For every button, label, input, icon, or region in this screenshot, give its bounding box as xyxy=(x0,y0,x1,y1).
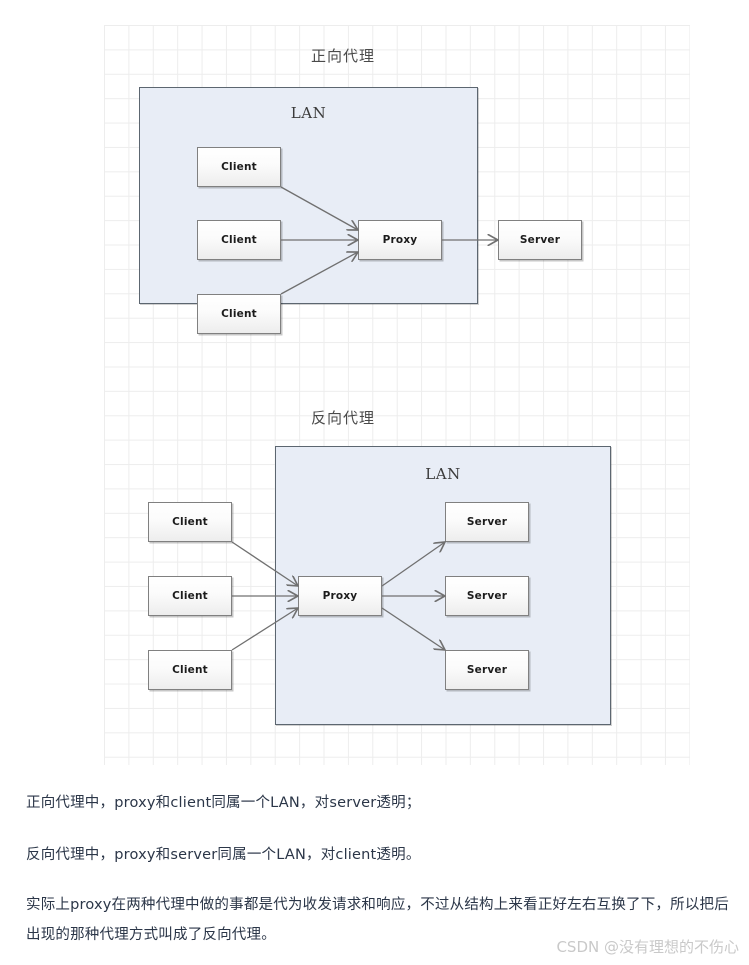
node-label: Server xyxy=(466,590,508,602)
node-label: Server xyxy=(466,664,508,676)
node-proxy-forward: Proxy xyxy=(358,220,442,260)
node-label: Client xyxy=(221,234,257,246)
diagram-title-forward-proxy: 正向代理 xyxy=(311,47,376,65)
caption-summary-paragraph: 实际上proxy在两种代理中做的事都是代为收发请求和响应，不过从结构上来看正好左… xyxy=(26,897,729,943)
lan-label-reverse: LAN xyxy=(425,465,461,483)
node-label: Client xyxy=(172,590,208,602)
node-client-reverse-3: Client xyxy=(148,650,232,690)
node-server-reverse-2: Server xyxy=(445,576,529,616)
node-label: Client xyxy=(172,664,208,676)
csdn-watermark: CSDN @没有理想的不伤心 xyxy=(556,938,739,956)
node-label: Server xyxy=(466,516,508,528)
node-client-reverse-1: Client xyxy=(148,502,232,542)
diagram-title-reverse-proxy: 反向代理 xyxy=(311,409,376,427)
node-server-reverse-1: Server xyxy=(445,502,529,542)
node-client-reverse-2: Client xyxy=(148,576,232,616)
node-client-forward-1: Client xyxy=(197,147,281,187)
node-client-forward-3: Client xyxy=(197,294,281,334)
caption-reverse-proxy: 反向代理中，proxy和server同属一个LAN，对client透明。 xyxy=(26,847,421,863)
diagram-canvas: 正向代理 LAN Client Client Client Proxy Serv… xyxy=(104,25,690,765)
node-server-reverse-3: Server xyxy=(445,650,529,690)
node-label: Client xyxy=(221,161,257,173)
node-client-forward-2: Client xyxy=(197,220,281,260)
node-label: Proxy xyxy=(382,234,418,246)
node-server-forward-1: Server xyxy=(498,220,582,260)
node-label: Proxy xyxy=(322,590,358,602)
caption-forward-proxy: 正向代理中，proxy和client同属一个LAN，对server透明； xyxy=(26,795,421,811)
node-label: Server xyxy=(519,234,561,246)
lan-boundary-forward: LAN xyxy=(139,87,478,304)
node-label: Client xyxy=(172,516,208,528)
node-proxy-reverse: Proxy xyxy=(298,576,382,616)
node-label: Client xyxy=(221,308,257,320)
lan-label-forward: LAN xyxy=(290,104,327,122)
